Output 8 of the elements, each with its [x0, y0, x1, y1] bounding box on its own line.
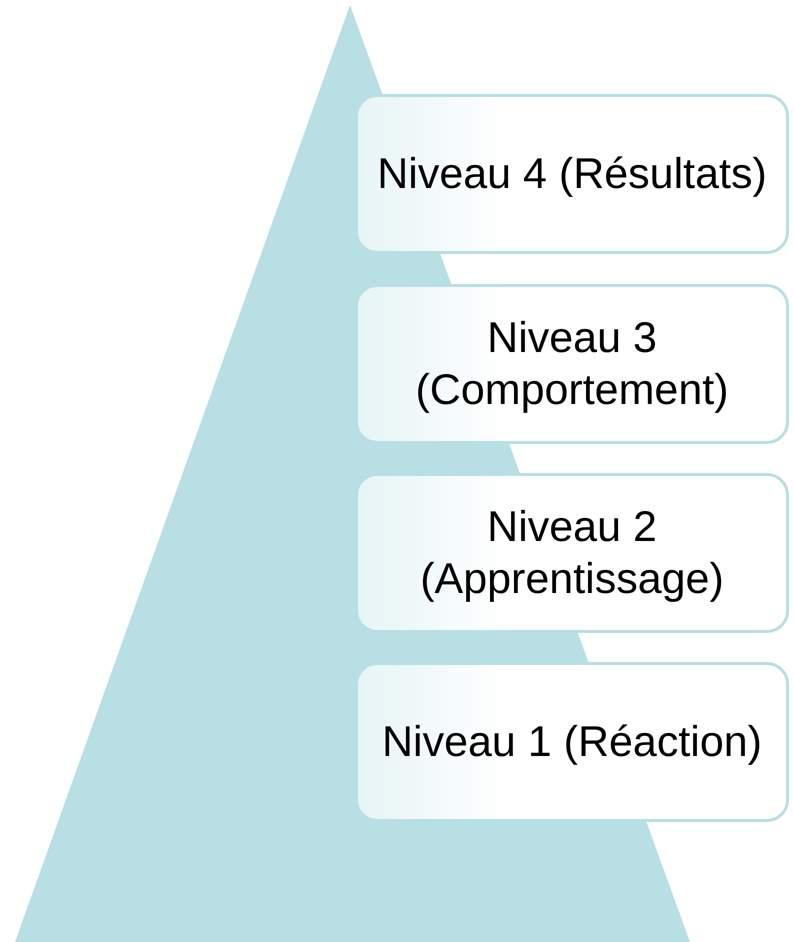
- level-box: [355, 473, 789, 633]
- level-label: Niveau 4 (Résultats): [376, 149, 768, 200]
- level-box: [355, 662, 789, 822]
- level-label: Niveau 2 (Apprentissage): [419, 502, 725, 605]
- level-label: Niveau 1 (Réaction): [380, 717, 763, 768]
- level-box: [355, 284, 789, 444]
- level-label: Niveau 3 (Comportement): [414, 313, 730, 416]
- level-box: [355, 94, 789, 254]
